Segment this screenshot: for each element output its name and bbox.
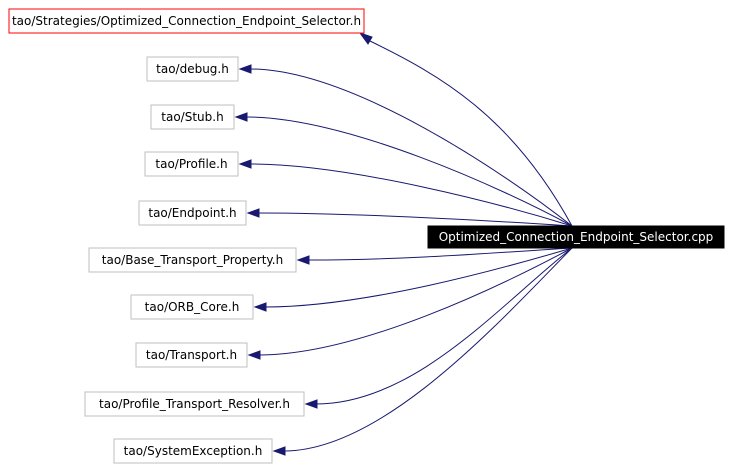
include-node[interactable]: tao/debug.h — [146, 56, 239, 82]
include-node-label: tao/Profile_Transport_Resolver.h — [99, 397, 290, 411]
include-node-label: tao/Base_Transport_Property.h — [102, 253, 283, 267]
include-node[interactable]: tao/Stub.h — [150, 104, 235, 130]
arrowhead-icon — [238, 64, 252, 74]
include-node-box — [138, 200, 247, 226]
include-edge — [245, 116, 573, 227]
include-edge — [249, 163, 573, 227]
arrowhead-icon — [238, 159, 252, 169]
edges-layer — [234, 32, 573, 456]
include-node-label: tao/Endpoint.h — [148, 206, 236, 220]
include-node-label: tao/Strategies/Optimized_Connection_Endp… — [12, 14, 361, 28]
include-node-label: tao/SystemException.h — [124, 444, 263, 458]
include-edge — [257, 212, 573, 227]
include-node-box — [146, 56, 239, 82]
include-node[interactable]: tao/Base_Transport_Property.h — [88, 247, 297, 273]
arrowhead-icon — [272, 446, 286, 456]
arrowhead-icon — [358, 32, 373, 45]
include-edge — [369, 40, 573, 227]
arrowhead-icon — [304, 399, 318, 409]
include-node[interactable]: tao/Endpoint.h — [138, 200, 247, 226]
include-edge — [249, 68, 573, 227]
include-node[interactable]: tao/Strategies/Optimized_Connection_Endp… — [8, 8, 365, 34]
include-node-box — [144, 151, 239, 177]
include-node-label: tao/Transport.h — [146, 348, 237, 362]
arrowhead-icon — [234, 112, 248, 122]
include-node-label: tao/debug.h — [156, 62, 229, 76]
include-node-label: tao/Stub.h — [161, 110, 223, 124]
nodes-layer: tao/SystemException.h tao/Profile_Transpo… — [8, 8, 725, 464]
include-node-box — [130, 294, 254, 320]
include-node-label: tao/ORB_Core.h — [145, 300, 240, 314]
include-edge — [307, 247, 573, 261]
include-node-box — [113, 438, 273, 464]
include-edge — [258, 247, 573, 356]
root-node-box — [427, 225, 725, 249]
arrowhead-icon — [253, 302, 267, 312]
arrowhead-icon — [247, 350, 261, 360]
include-node-box — [84, 391, 305, 417]
arrowhead-icon — [246, 208, 260, 218]
root-node[interactable]: Optimized_Connection_Endpoint_Selector.c… — [427, 225, 725, 249]
include-node-box — [150, 104, 235, 130]
include-node[interactable]: tao/SystemException.h — [113, 438, 273, 464]
include-edge — [283, 247, 573, 452]
include-node-box — [88, 247, 297, 273]
arrowhead-icon — [296, 255, 310, 265]
include-node[interactable]: tao/Profile_Transport_Resolver.h — [84, 391, 305, 417]
include-node[interactable]: tao/Transport.h — [135, 342, 248, 368]
include-node-box — [8, 8, 365, 34]
include-edge — [264, 247, 573, 308]
include-node[interactable]: tao/Profile.h — [144, 151, 239, 177]
include-edge — [315, 247, 573, 405]
include-node[interactable]: tao/ORB_Core.h — [130, 294, 254, 320]
root-node-label: Optimized_Connection_Endpoint_Selector.c… — [439, 230, 714, 244]
include-node-label: tao/Profile.h — [155, 157, 227, 171]
include-node-box — [135, 342, 248, 368]
